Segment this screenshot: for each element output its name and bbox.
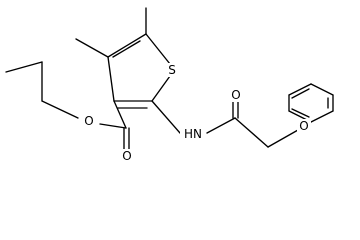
- phenoxyacetamide: [151, 100, 299, 148]
- amide-carbonyl-oxygen-label: O: [231, 88, 240, 102]
- bond-ph-inner-c: [291, 108, 310, 118]
- bond-ph-4-5: [288, 83, 312, 96]
- atom-labels: S O O HN O O: [82, 63, 311, 163]
- bond-ph-3-4: [310, 83, 334, 96]
- bond-c4-c3: [107, 56, 115, 102]
- structure-diagram: S O O HN O O: [5, 7, 334, 163]
- bond-ch-methyl-b: [5, 61, 43, 73]
- bond-carbonyl-c-ester-o: [99, 123, 127, 129]
- bond-ch2-ether-o: [267, 129, 299, 148]
- bond-carbonyl-c-ch2: [234, 117, 269, 148]
- amide-nitrogen-label: HN: [184, 127, 202, 141]
- bond-c5-c4-double: [112, 40, 141, 58]
- bond-methyl-c4: [75, 38, 109, 58]
- isopropyl-ester: [5, 61, 130, 150]
- ether-oxygen-label: O: [299, 119, 308, 133]
- thiophene-ring: [107, 33, 171, 109]
- bond-ester-o-ch: [41, 100, 79, 119]
- ester-carbonyl-oxygen-label: O: [122, 149, 131, 163]
- bond-c5-s: [145, 33, 171, 65]
- bond-c2-n: [151, 100, 181, 134]
- bond-c3-carbonyl-c: [113, 100, 127, 129]
- bond-s-c2: [151, 75, 171, 102]
- phenyl-ring: [288, 83, 334, 123]
- bond-ph-1-2: [310, 110, 334, 123]
- molecule-drawing: S O O HN O O: [5, 7, 334, 163]
- bond-c5-c4: [107, 33, 147, 58]
- sulfur-label: S: [168, 63, 176, 77]
- ester-oxygen-label: O: [84, 114, 93, 128]
- bond-n-carbonyl-c: [206, 117, 236, 134]
- bond-ph-inner-b: [291, 88, 310, 99]
